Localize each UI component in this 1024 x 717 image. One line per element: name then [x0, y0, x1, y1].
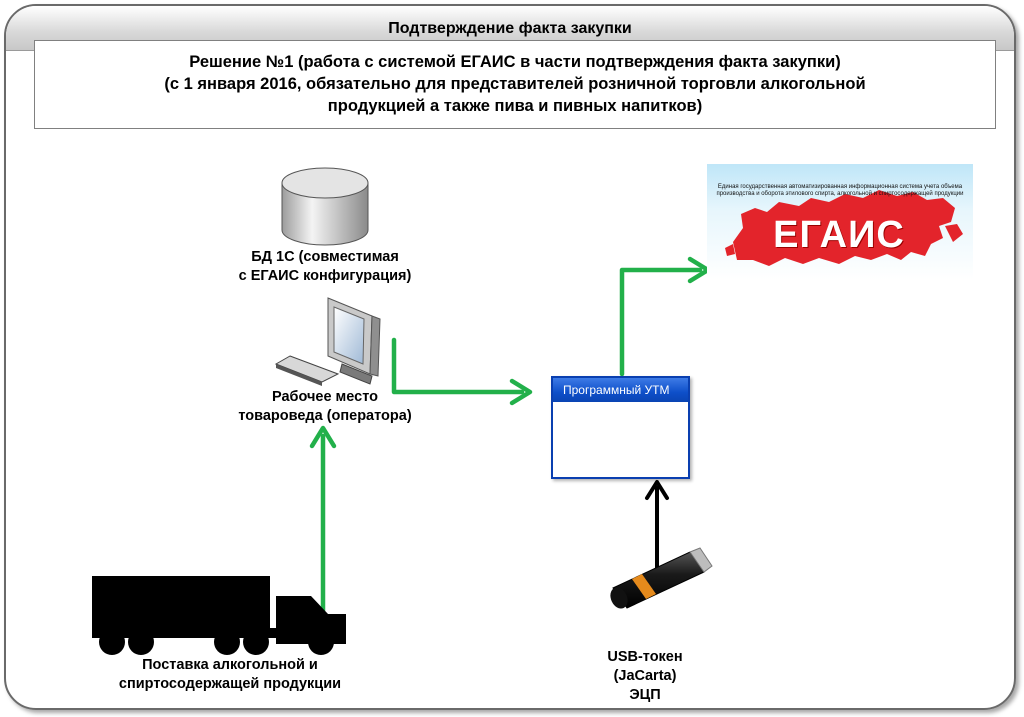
database-label: БД 1С (совместимая с ЕГАИС конфигурация)	[238, 249, 412, 284]
arrow-head	[309, 425, 337, 449]
utm-window-title: Программный УТМ	[553, 378, 688, 402]
truck-icon	[92, 576, 346, 655]
database-icon	[281, 167, 369, 246]
egais-caption: Единая государственная автоматизированна…	[716, 184, 964, 197]
page-title: Подтверждение факта закупки	[388, 20, 632, 37]
arrow-utm-to-egais	[619, 267, 703, 377]
solution-line: продукцией а также пива и пивных напитко…	[327, 97, 703, 115]
egais-banner: Единая государственная автоматизированна…	[707, 164, 973, 280]
arrow-workstation-to-utm	[391, 337, 525, 395]
truck-label: Поставка алкогольной и спиртосодержащей …	[118, 657, 342, 692]
russia-map-icon	[725, 190, 963, 266]
flow-arrows	[309, 256, 711, 615]
egais-logo: ЕГАИС	[773, 214, 905, 256]
usb-token-icon	[610, 547, 713, 609]
solution-line: (с 1 января 2016, обязательно для предст…	[164, 75, 866, 93]
arrow-head	[509, 378, 533, 406]
token-label: USB-токен (JaCarta) ЭЦП	[607, 649, 683, 703]
arrow-token-to-utm	[645, 480, 669, 572]
utm-window[interactable]: Программный УТМ	[551, 376, 690, 479]
solution-line: Решение №1 (работа с системой ЕГАИС в ча…	[189, 53, 841, 71]
solution-description: Решение №1 (работа с системой ЕГАИС в ча…	[34, 40, 996, 129]
workstation-label: Рабочее место товароведа (оператора)	[238, 389, 412, 424]
computer-icon	[274, 297, 381, 386]
